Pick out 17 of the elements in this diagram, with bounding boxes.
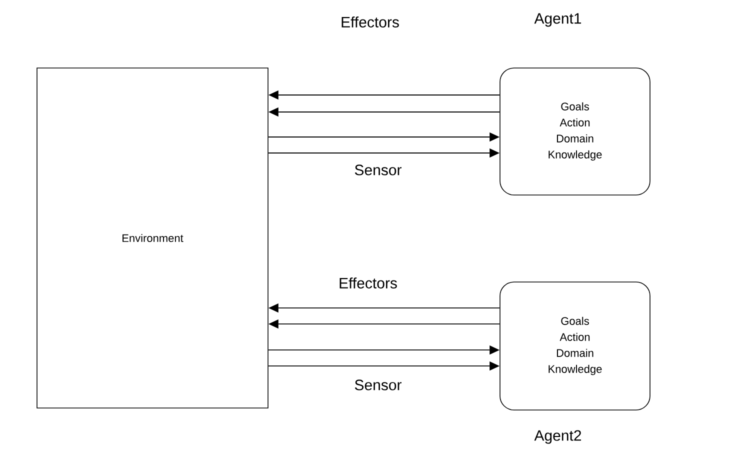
edge-label: Effectors (340, 16, 400, 28)
environment-box: Environment (36, 68, 268, 408)
node-label: Goals (561, 102, 589, 110)
node-label: Domain (556, 348, 594, 357)
edge-label: Effectors (338, 276, 398, 290)
node-label: Knowledge (548, 364, 602, 376)
agent-box: Goals Action Domain Knowledge (500, 68, 650, 196)
node-label: Goals (561, 316, 589, 325)
agent-heading: Agent2 (534, 430, 582, 444)
node-label: Knowledge (548, 150, 602, 161)
agent-box: Goals Action Domain Knowledge (500, 282, 650, 410)
node-label: Domain (556, 134, 594, 142)
edge-label: Sensor (353, 164, 403, 176)
agent-heading: Agent1 (534, 13, 582, 27)
node-label: Action (560, 332, 590, 341)
edge-label: Sensor (353, 378, 403, 392)
node-label: Action (560, 118, 590, 126)
